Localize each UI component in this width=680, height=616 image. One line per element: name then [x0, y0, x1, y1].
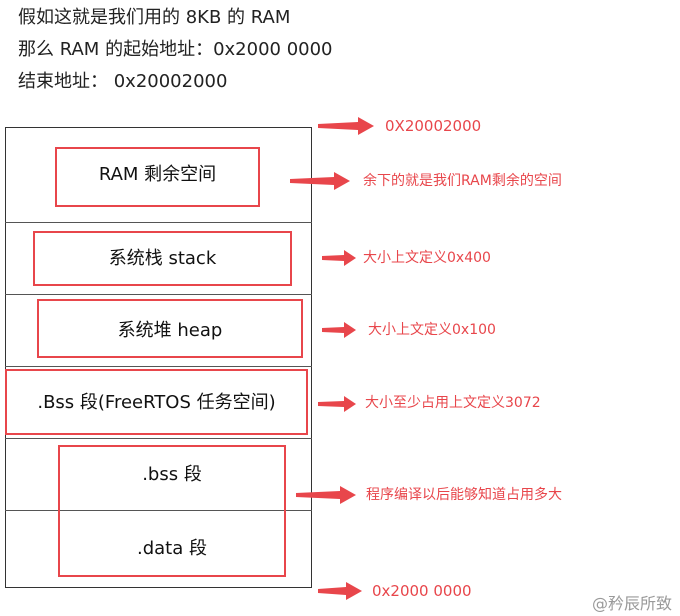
region-label-ram-remaining: RAM 剩余空间 [98, 164, 217, 185]
ram-remaining-box [55, 147, 260, 207]
divider-2 [5, 294, 312, 295]
note-freertos-bss: 大小至少占用上文定义3072 [365, 395, 541, 411]
arrow-heap [322, 322, 356, 338]
arrow-freertos-bss [318, 396, 356, 412]
region-label-heap: 系统堆 heap [117, 320, 223, 341]
compiled-sections-box [58, 445, 286, 577]
arrow-ram-remaining [290, 172, 350, 190]
intro-line-ram-size: 假如这就是我们用的 8KB 的 RAM [18, 7, 291, 28]
note-heap: 大小上文定义0x100 [368, 322, 496, 338]
arrow-stack [322, 250, 356, 266]
intro-line-start-address: 那么 RAM 的起始地址：0x2000 0000 [18, 39, 333, 60]
arrow-compiled-sections [296, 486, 356, 504]
divider-1 [5, 222, 312, 223]
divider-3 [5, 366, 312, 367]
region-label-bss: .bss 段 [142, 464, 202, 485]
stack-box [33, 231, 292, 286]
watermark: @矜辰所致 [591, 594, 672, 613]
region-label-freertos-bss: .Bss 段(FreeRTOS 任务空间) [37, 392, 276, 413]
note-ram-remaining: 余下的就是我们RAM剩余的空间 [363, 173, 562, 189]
note-stack: 大小上文定义0x400 [363, 250, 491, 266]
intro-line-end-address: 结束地址： 0x20002000 [18, 71, 228, 92]
region-label-stack: 系统栈 stack [108, 248, 217, 269]
memory-map [5, 127, 312, 588]
arrow-bottom-address [318, 582, 362, 600]
region-label-data: .data 段 [137, 538, 207, 559]
bottom-address-label: 0x2000 0000 [372, 582, 472, 600]
arrow-top-address [318, 117, 374, 135]
heap-box [37, 299, 303, 358]
divider-4 [5, 438, 312, 439]
freertos-bss-box [5, 369, 308, 435]
divider-5 [5, 510, 312, 511]
note-compiled-sections: 程序编译以后能够知道占用多大 [366, 487, 562, 503]
top-address-label: 0X20002000 [385, 117, 482, 135]
